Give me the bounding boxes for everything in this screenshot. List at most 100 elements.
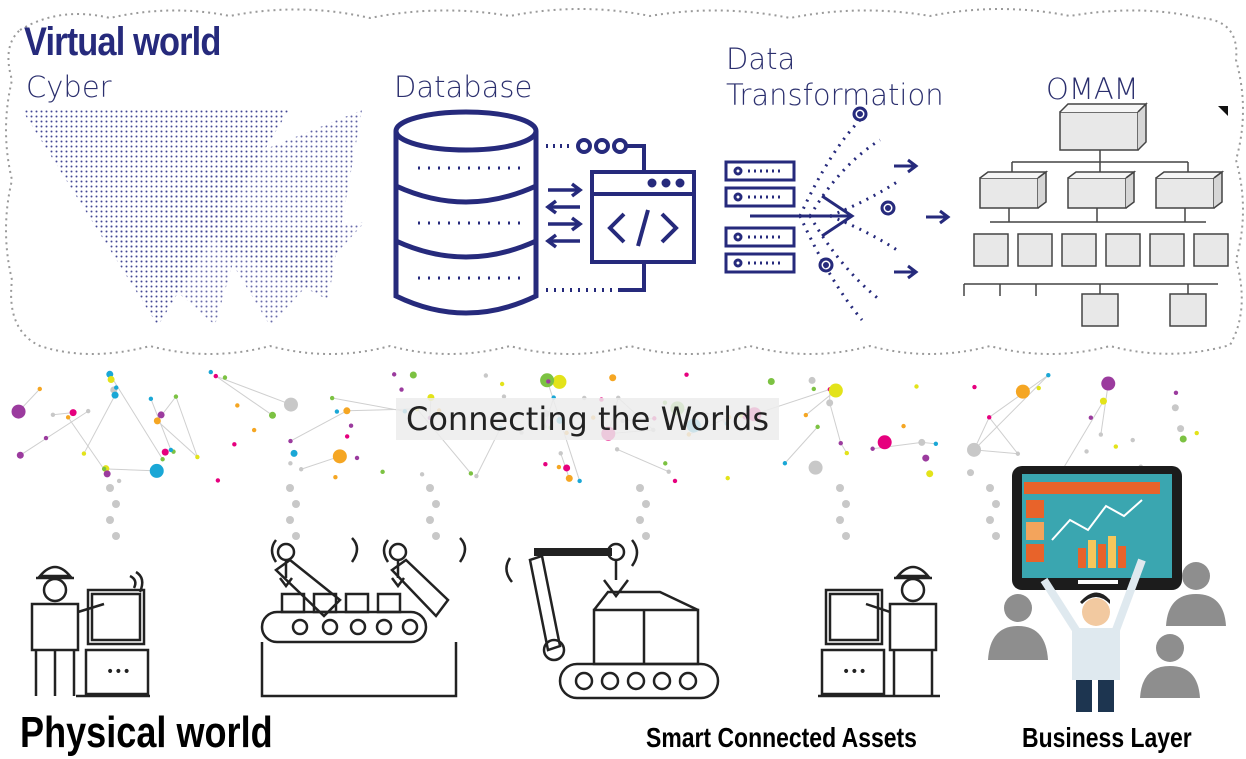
network-chain-node: [426, 484, 434, 492]
network-node: [922, 454, 930, 462]
code-window-icon: [545, 138, 696, 292]
network-node: [987, 415, 992, 420]
network-chain-node: [432, 500, 440, 508]
network-node: [37, 386, 42, 392]
network-node: [232, 442, 237, 447]
cyber-illustration: [22, 108, 365, 326]
network-node: [972, 384, 977, 390]
network-node: [213, 373, 218, 379]
network-chain-node: [286, 484, 294, 492]
network-node: [1101, 376, 1116, 391]
network-node: [838, 440, 843, 446]
network-node: [565, 474, 573, 482]
network-node: [826, 399, 834, 407]
network-node: [103, 470, 111, 478]
network-node: [828, 383, 843, 398]
network-node: [222, 375, 228, 380]
network-node: [268, 411, 276, 419]
network-chain-node: [986, 516, 994, 524]
network-node: [811, 386, 816, 392]
data-transformation-label-line1: Data: [726, 42, 796, 76]
network-node: [877, 435, 892, 450]
network-node: [391, 372, 397, 377]
network-node: [1015, 451, 1021, 456]
network-node: [725, 475, 730, 481]
network-chain-node: [106, 516, 114, 524]
network-node: [160, 457, 165, 462]
network-node: [399, 387, 404, 392]
network-chain-node: [642, 500, 650, 508]
network-chain-node: [642, 532, 650, 540]
network-chain-node: [432, 532, 440, 540]
network-chain-node: [836, 484, 844, 492]
operator-kiosk-left: •••: [30, 565, 150, 698]
network-node: [1177, 425, 1185, 433]
network-node: [195, 454, 200, 460]
network-chain-node: [992, 532, 1000, 540]
cyber-label: Cyber: [26, 70, 112, 104]
network-node: [107, 376, 115, 384]
network-chain-node: [636, 516, 644, 524]
network-node: [168, 447, 174, 453]
network-node: [116, 478, 122, 484]
physical-world-title: Physical world: [20, 708, 273, 757]
business-tablet: [1012, 466, 1182, 590]
robot-arm-tracks: [505, 539, 720, 700]
network-chain-node: [112, 532, 120, 540]
network-node: [208, 369, 213, 375]
database-icon: [393, 109, 539, 316]
network-node: [1113, 444, 1119, 449]
network-node: [290, 449, 298, 457]
network-node: [499, 381, 505, 387]
network-node: [684, 372, 689, 377]
network-node: [11, 404, 26, 419]
network-node: [157, 411, 165, 419]
network-node: [563, 464, 571, 472]
network-node: [288, 438, 293, 444]
network-chain-node: [986, 484, 994, 492]
network-node: [334, 409, 340, 414]
network-node: [16, 451, 24, 459]
virtual-world-title: Virtual world: [24, 20, 221, 64]
network-node: [215, 478, 221, 483]
network-node: [1179, 435, 1187, 443]
operator-kiosk-right: •••: [818, 565, 940, 698]
network-node: [283, 397, 298, 412]
svg-text:•••: •••: [842, 664, 867, 680]
robot-conveyor: [260, 537, 467, 698]
network-chain-node: [112, 500, 120, 508]
network-node: [1130, 437, 1135, 443]
network-node: [782, 461, 788, 466]
network-node: [419, 472, 425, 477]
network-node: [1088, 415, 1094, 420]
network-node: [333, 475, 338, 480]
network-node: [552, 374, 567, 389]
network-node: [663, 461, 668, 466]
network-chain-node: [292, 532, 300, 540]
network-node: [967, 442, 982, 457]
network-node: [767, 377, 775, 385]
network-node: [914, 384, 919, 389]
database-label: Database: [394, 70, 533, 104]
network-node: [558, 451, 563, 456]
network-node: [666, 469, 671, 474]
network-node: [149, 463, 164, 478]
network-node: [1173, 390, 1179, 396]
network-node: [348, 423, 354, 428]
network-node: [354, 455, 360, 461]
network-node: [409, 371, 417, 379]
network-node: [380, 469, 385, 475]
network-node: [901, 423, 906, 429]
business-people: [988, 558, 1226, 712]
network-node: [173, 394, 179, 399]
svg-text:•••: •••: [106, 664, 131, 680]
network-node: [1194, 430, 1199, 436]
corner-marker: [1218, 106, 1228, 116]
network-node: [672, 478, 678, 484]
network-node: [474, 473, 479, 479]
omam-hierarchy-icon: [963, 102, 1229, 327]
network-chain-node: [842, 500, 850, 508]
network-node: [808, 376, 816, 384]
network-node: [926, 470, 934, 478]
